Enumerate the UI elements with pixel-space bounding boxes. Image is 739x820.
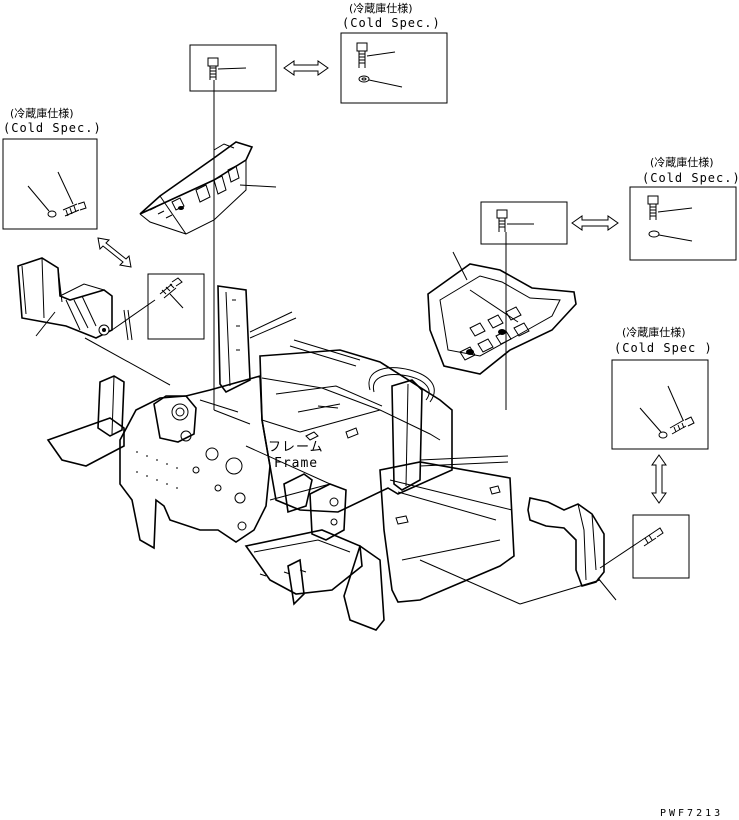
bolt-box-lower-right-cold-spec	[611, 359, 709, 450]
bolt-box-top-cold-spec	[340, 32, 448, 104]
frame-jp-label: フレーム	[268, 440, 324, 455]
bolt-box-left-standard	[147, 273, 205, 340]
side-plate-right	[527, 497, 605, 587]
double-arrow-right	[571, 215, 619, 231]
cold-spec-en-label-left: (Cold Spec.)	[3, 121, 102, 135]
leader-lines	[35, 80, 643, 605]
cold-spec-jp-label-left: (冷蔵庫仕様)	[10, 107, 74, 120]
bolt-box-left-cold-spec	[2, 138, 98, 230]
drawing-code: PWF7213	[660, 808, 724, 819]
bolt-box-right-cold-spec	[629, 186, 737, 261]
cold-spec-en-label-top: (Cold Spec.)	[342, 16, 441, 30]
cold-spec-jp-label-top: (冷蔵庫仕様)	[349, 2, 413, 15]
cold-spec-jp-label-right: (冷蔵庫仕様)	[650, 156, 714, 169]
cold-spec-en-label-lower-right: (Cold Spec )	[614, 341, 713, 355]
main-frame	[46, 285, 515, 631]
cold-spec-en-label-right: (Cold Spec.)	[642, 171, 739, 185]
step-tray-right	[427, 263, 577, 375]
side-bracket-left	[17, 257, 133, 341]
frame-en-label: Frame	[274, 456, 319, 471]
cold-spec-jp-label-lower-right: (冷蔵庫仕様)	[622, 326, 686, 339]
bolt-box-lower-right-standard	[632, 514, 690, 579]
bolt-box-right-standard	[480, 201, 568, 245]
double-arrow-vertical	[651, 454, 667, 504]
bolt-box-top-standard	[189, 44, 277, 92]
double-arrow-top	[283, 60, 329, 76]
step-bracket-top	[139, 141, 254, 235]
double-arrow-left	[97, 237, 132, 268]
